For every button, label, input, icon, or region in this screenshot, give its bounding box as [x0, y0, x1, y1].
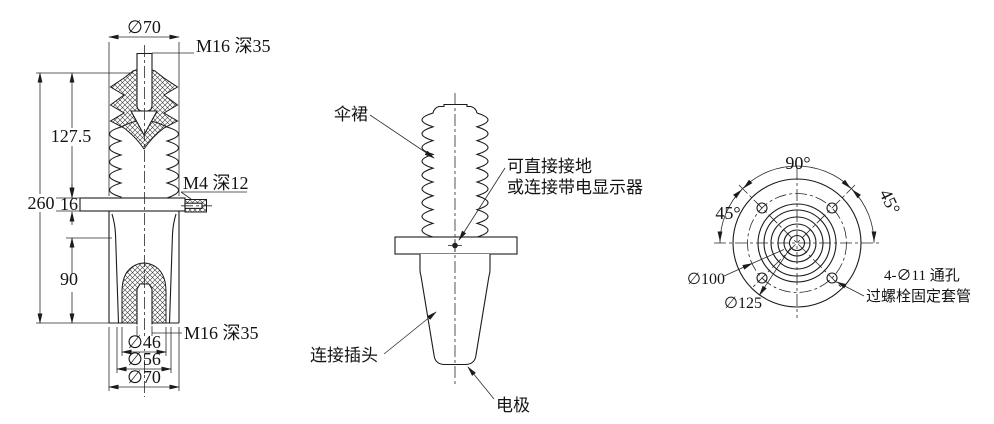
side-view: 伞裙 可直接接地 或连接带电显示器 连接插头 电极: [310, 93, 643, 415]
shed-bellows: [421, 103, 489, 238]
socket-taper-right: [168, 213, 177, 324]
end-view: 90° 45° 45° ∅100 ∅125 4-∅11 通孔 过螺栓固定套管: [687, 153, 971, 318]
dim-dia70-bottom: ∅70: [127, 367, 161, 387]
bolt-hole: [826, 202, 838, 214]
dim-angle-90: 90°: [785, 153, 810, 173]
dim-dia125: ∅125: [724, 295, 762, 312]
bolt-hole: [756, 202, 768, 214]
label-holes-line2: 过螺栓固定套管: [866, 288, 971, 305]
dim-m4: M4 深12: [183, 173, 249, 193]
dim-dia70-top: ∅70: [127, 17, 161, 37]
dim-m16-bottom: M16 深35: [184, 323, 259, 343]
bolt-hole: [756, 272, 768, 284]
label-holes-line1: 4-∅11 通孔: [884, 267, 960, 284]
label-ground-line1: 可直接接地: [507, 157, 592, 176]
dim-dia100: ∅100: [687, 271, 725, 288]
label-plug: 连接插头: [310, 346, 378, 365]
flange-outer-circle: [732, 178, 862, 308]
dim-260: 260: [28, 193, 55, 213]
flange-section: [79, 197, 186, 212]
dim-16: 16: [60, 194, 78, 214]
bolt-hole: [826, 272, 838, 284]
socket-taper-left: [111, 213, 120, 324]
angle-dim-arc: [719, 165, 875, 244]
label-shed: 伞裙: [334, 105, 368, 124]
dim-angle-45-right: 45°: [875, 186, 904, 217]
label-electrode: 电极: [496, 396, 530, 415]
dim-127-5: 127.5: [51, 126, 92, 146]
bolt-circle: [747, 193, 847, 293]
dim-angle-45-left: 45°: [715, 203, 740, 223]
sectional-view: ∅70 M16 深35 260 127.5 16 M4 深12 90 M16 深…: [28, 17, 271, 397]
dim-dia46: ∅46: [127, 332, 161, 352]
dim-90: 90: [60, 269, 78, 289]
dim-m16-top: M16 深35: [196, 36, 271, 56]
dim-dia56: ∅56: [127, 349, 161, 369]
label-ground-line2: 或连接带电显示器: [507, 178, 643, 197]
insulator-body-section: [108, 119, 180, 199]
